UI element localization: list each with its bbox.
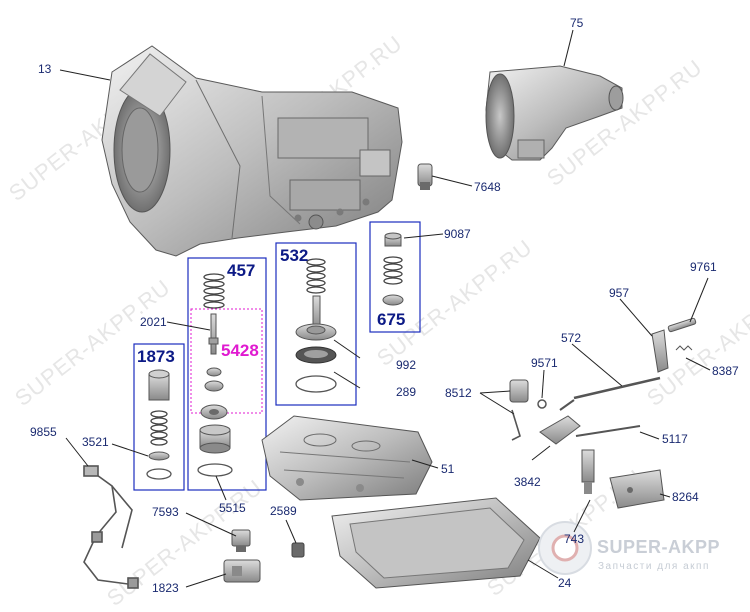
group-label-457: 457 xyxy=(227,261,256,280)
extension-housing xyxy=(485,65,624,161)
part-label-1823: 1823 xyxy=(152,581,179,595)
part-label-992: 992 xyxy=(396,358,417,372)
group-label-5428: 5428 xyxy=(221,341,259,360)
solenoid-1823 xyxy=(223,559,261,583)
switch-8264 xyxy=(609,469,665,509)
part-label-8512: 8512 xyxy=(445,386,472,400)
part-label-5515: 5515 xyxy=(219,501,246,515)
rod-572 xyxy=(573,376,661,400)
leader-lines xyxy=(59,29,711,588)
sensor-7593 xyxy=(231,529,251,552)
part-label-957: 957 xyxy=(609,286,630,300)
group-frame-457 xyxy=(187,257,267,491)
accumulator-1873 xyxy=(146,369,172,480)
drum-5515 xyxy=(197,424,233,477)
part-label-8387: 8387 xyxy=(712,364,739,378)
part-label-9087: 9087 xyxy=(444,227,471,241)
part-label-7648: 7648 xyxy=(474,180,501,194)
part-label-8264: 8264 xyxy=(672,490,699,504)
sensor-7648 xyxy=(417,163,433,190)
group-label-675: 675 xyxy=(377,310,406,329)
part-label-24: 24 xyxy=(558,576,572,590)
part-label-9571: 9571 xyxy=(531,356,558,370)
part-label-51: 51 xyxy=(441,462,455,476)
transmission-case xyxy=(101,45,403,257)
manual-valve-linkage xyxy=(509,379,641,494)
part-label-3521: 3521 xyxy=(82,435,109,449)
part-label-2021: 2021 xyxy=(140,315,167,329)
lever-957 xyxy=(651,329,693,373)
part-label-2589: 2589 xyxy=(270,504,297,518)
part-label-5117: 5117 xyxy=(662,432,688,446)
part-label-289: 289 xyxy=(396,385,417,399)
group-label-1873: 1873 xyxy=(137,347,175,366)
valve-9087 xyxy=(384,232,402,247)
part-label-743: 743 xyxy=(564,532,585,546)
seal-289 xyxy=(295,346,337,393)
oil-pan xyxy=(331,497,541,589)
springs-457 xyxy=(203,273,225,309)
part-label-13: 13 xyxy=(38,62,52,76)
part-label-75: 75 xyxy=(570,16,584,30)
part-label-572: 572 xyxy=(561,331,582,345)
shift-pin-9761 xyxy=(667,317,697,333)
part-label-3842: 3842 xyxy=(514,475,541,489)
wiring-harness xyxy=(83,465,139,589)
group-label-532: 532 xyxy=(280,246,309,265)
part-label-9761: 9761 xyxy=(690,260,717,274)
group-frame-1873 xyxy=(133,343,185,491)
part-label-7593: 7593 xyxy=(152,505,179,519)
spring-675 xyxy=(383,256,403,285)
spring-532 xyxy=(306,258,326,294)
valve-parts-5428 xyxy=(200,367,228,420)
sensor-2589 xyxy=(291,542,305,558)
group-frame-5428 xyxy=(190,308,263,414)
group-frame-532 xyxy=(275,242,357,406)
brand-logo-mark xyxy=(538,521,592,575)
brand-name: SUPER-AKPP xyxy=(597,537,721,557)
piston-992 xyxy=(295,295,337,341)
group-frame-675 xyxy=(369,221,421,333)
brand-tagline: Запчасти для акпп xyxy=(598,561,710,572)
valve-body xyxy=(261,415,433,501)
washer-675 xyxy=(382,294,404,306)
valve-pin-2021 xyxy=(208,313,219,355)
part-label-9855: 9855 xyxy=(30,425,57,439)
